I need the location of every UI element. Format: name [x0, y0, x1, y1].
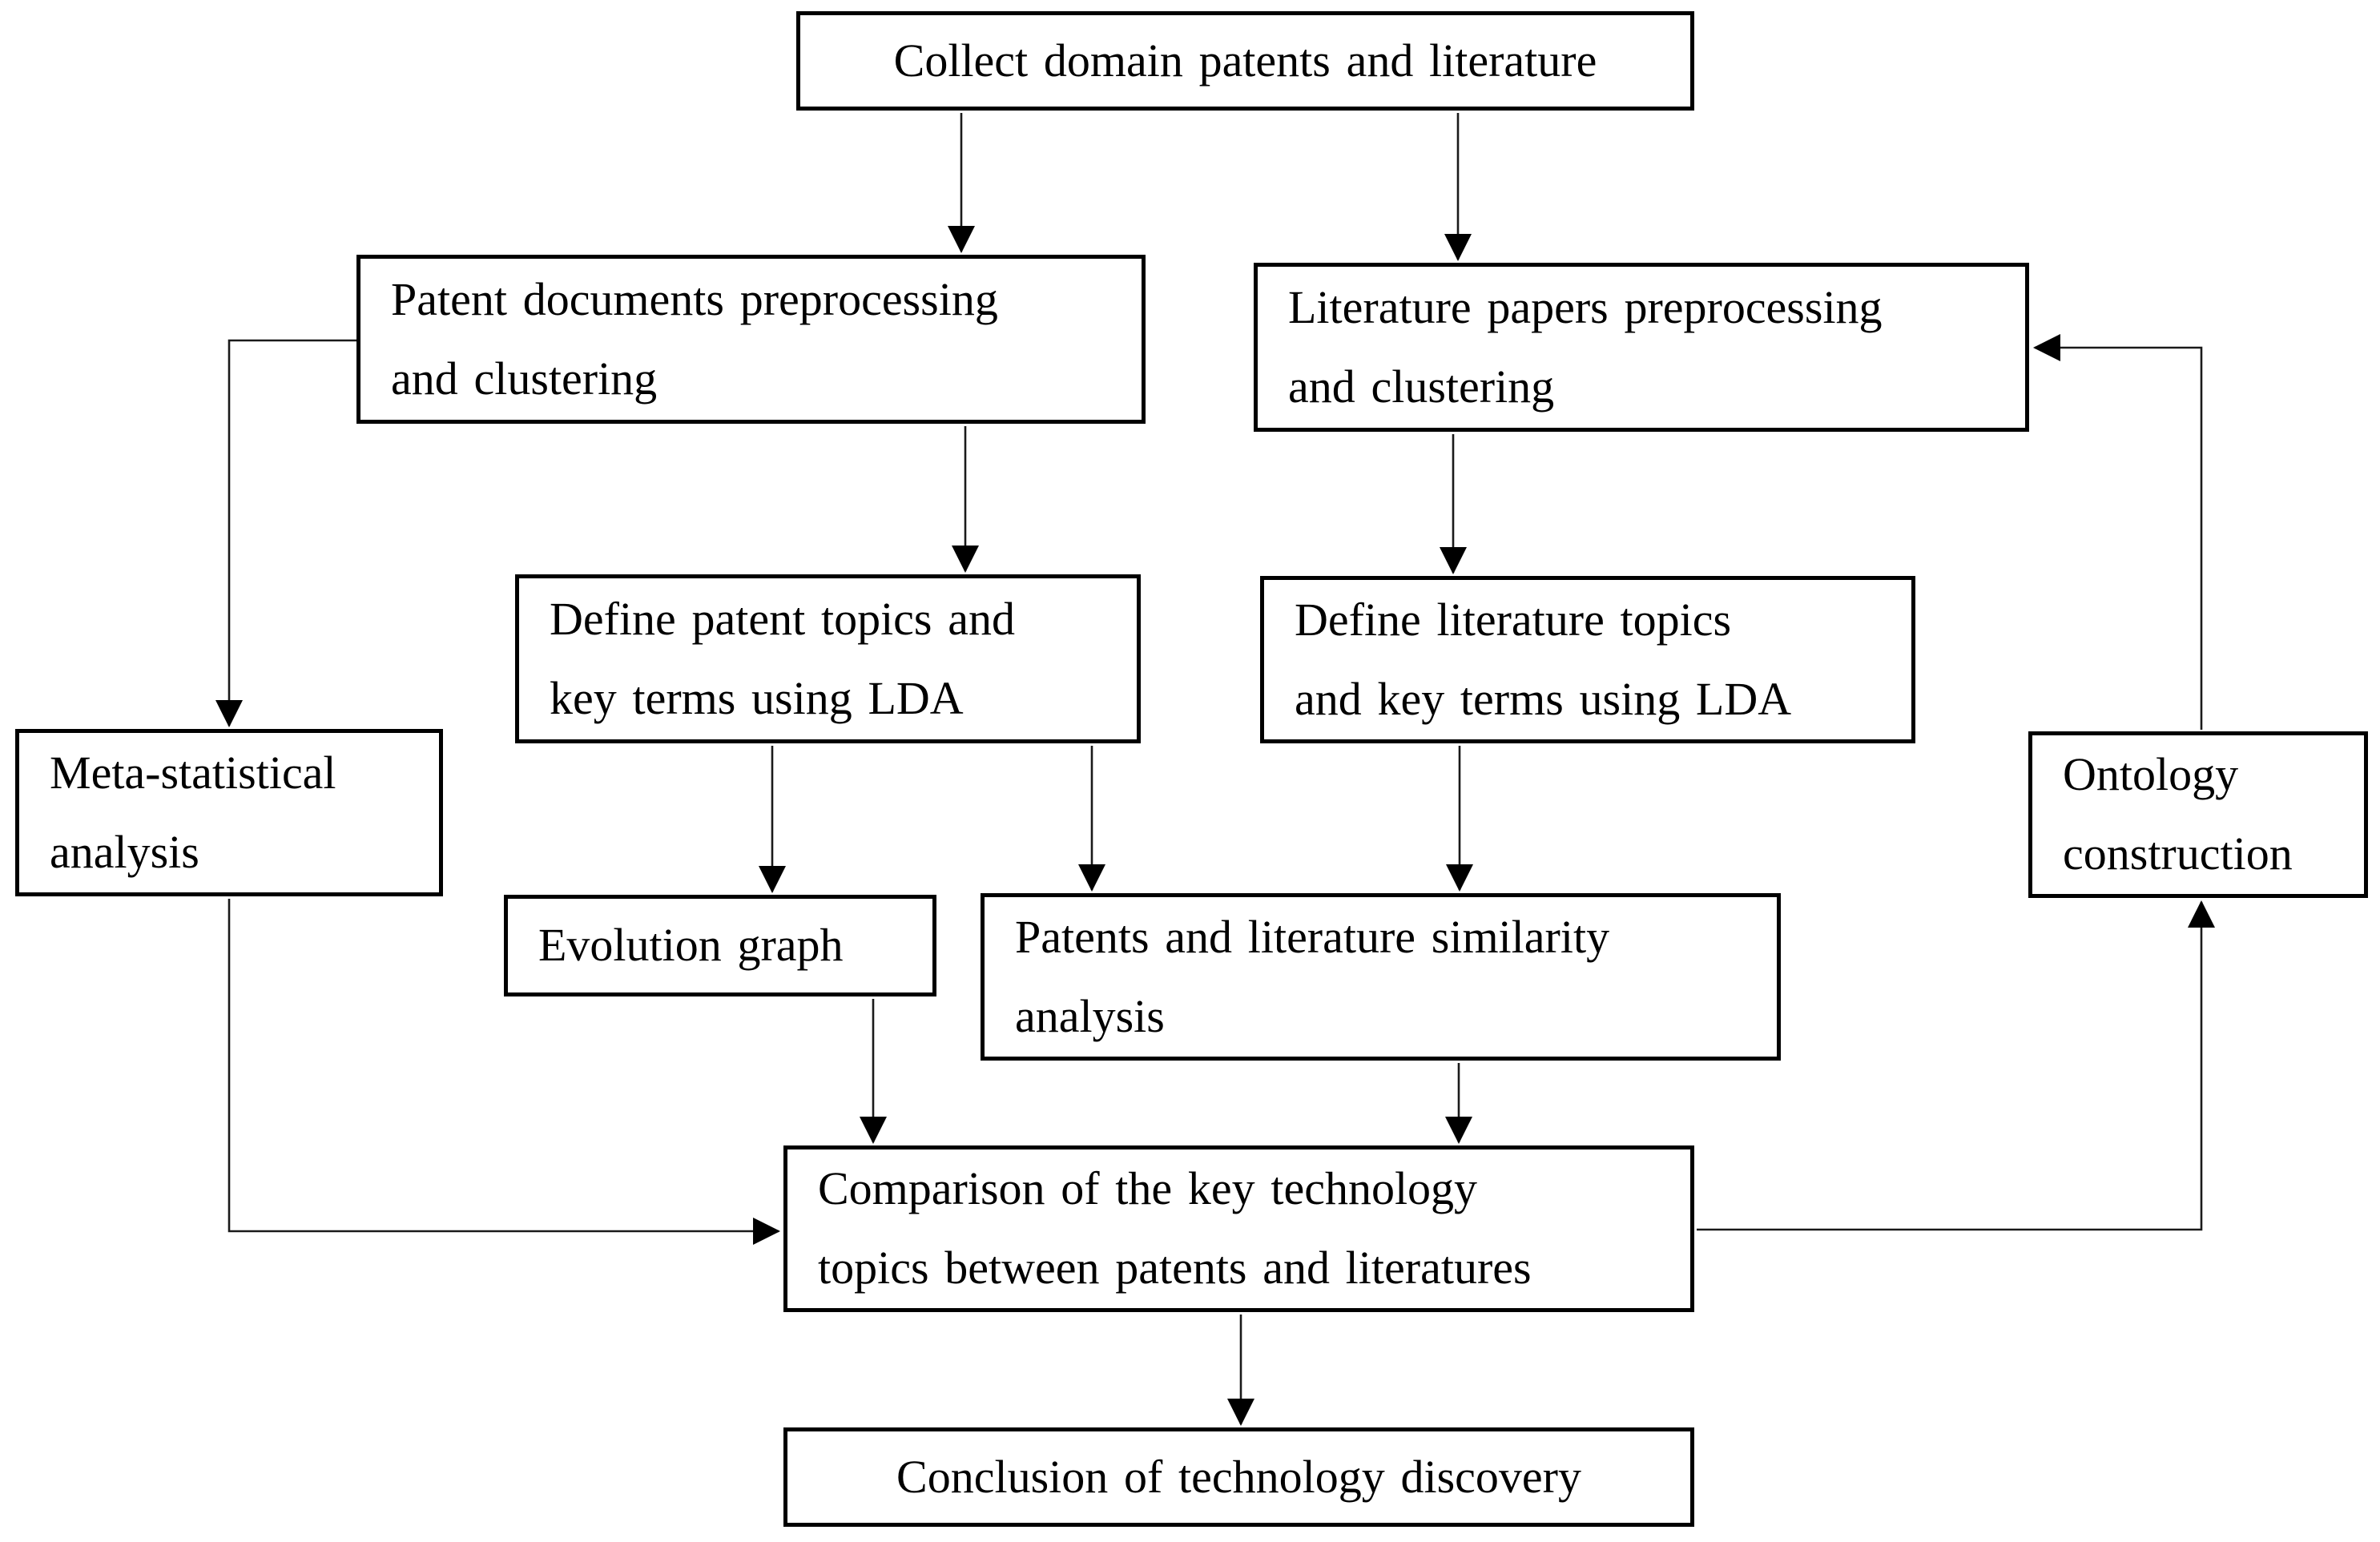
node-label: Patent documents preprocessing and clust…: [391, 272, 998, 405]
edge-ontology-construction-to-literature-preprocessing: [2032, 334, 2203, 730]
edge-patent-preprocessing-to-meta-statistical: [215, 339, 359, 728]
node-ontology-construction: Ontology construction: [2028, 731, 2368, 898]
node-label: Comparison of the key technology topics …: [818, 1162, 1532, 1294]
node-patent-documents-preprocessing: Patent documents preprocessing and clust…: [356, 255, 1146, 424]
node-collect-domain-patents: Collect domain patents and literature: [796, 11, 1694, 111]
node-conclusion-technology-discovery: Conclusion of technology discovery: [783, 1427, 1694, 1527]
node-label: Define literature topics and key terms u…: [1295, 593, 1792, 725]
node-similarity-analysis: Patents and literature similarity analys…: [981, 893, 1781, 1061]
node-label: Patents and literature similarity analys…: [1015, 910, 1610, 1042]
node-label: Evolution graph: [538, 919, 844, 972]
node-label: Literature papers preprocessing and clus…: [1288, 280, 1883, 413]
node-evolution-graph: Evolution graph: [504, 895, 936, 996]
node-label: Ontology construction: [2063, 748, 2293, 880]
edge-comparison-to-ontology-construction: [1697, 900, 2215, 1231]
node-define-literature-topics: Define literature topics and key terms u…: [1260, 576, 1915, 743]
edge-meta-statistical-to-comparison: [228, 899, 781, 1245]
node-comparison-key-technology: Comparison of the key technology topics …: [783, 1145, 1694, 1312]
node-literature-papers-preprocessing: Literature papers preprocessing and clus…: [1254, 263, 2029, 432]
node-define-patent-topics: Define patent topics and key terms using…: [515, 574, 1141, 743]
node-label: Conclusion of technology discovery: [896, 1450, 1581, 1503]
node-label: Meta-statistical analysis: [50, 746, 336, 878]
node-label: Define patent topics and key terms using…: [550, 592, 1015, 724]
node-meta-statistical-analysis: Meta-statistical analysis: [15, 729, 443, 896]
node-label: Collect domain patents and literature: [893, 34, 1597, 87]
